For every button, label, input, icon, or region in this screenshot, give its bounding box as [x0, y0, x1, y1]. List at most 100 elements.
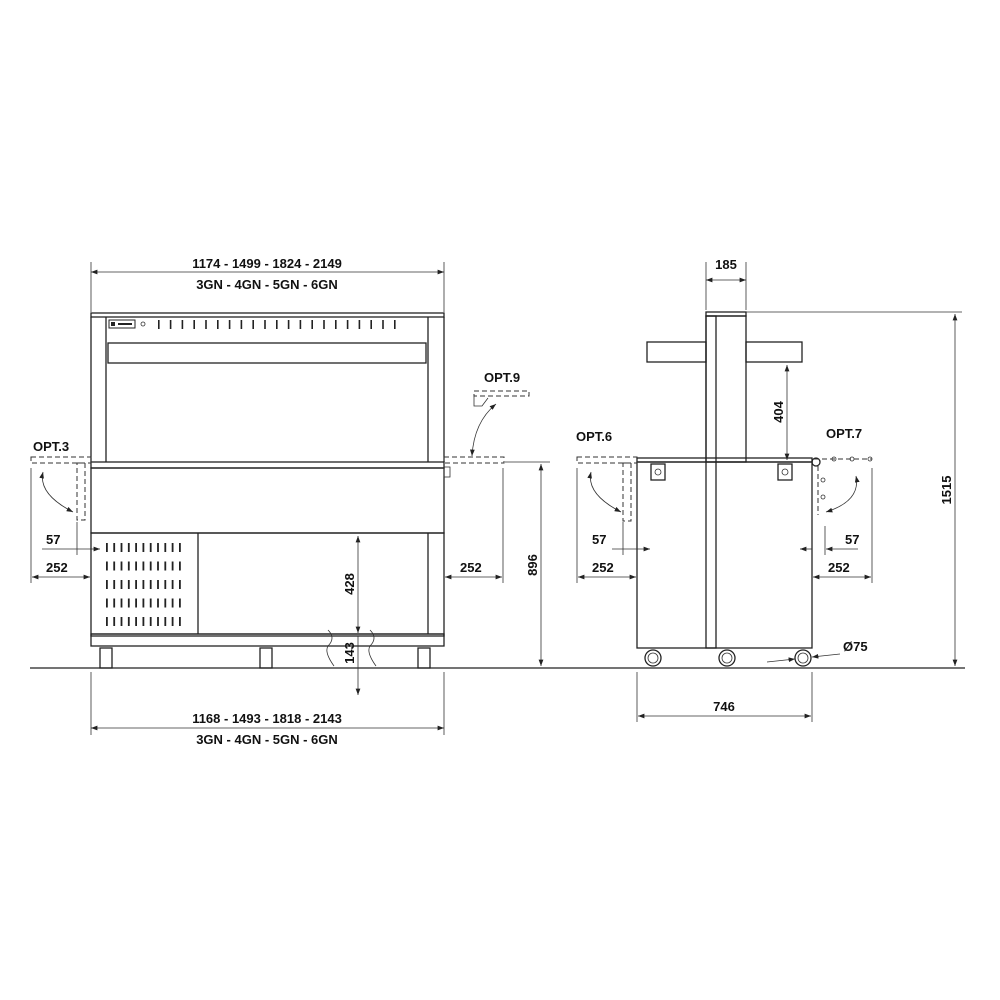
vent-slot [335, 320, 337, 329]
vent-slot [113, 543, 116, 552]
vent-slot [179, 598, 181, 608]
crossbar-left [646, 341, 707, 363]
dim-143: 143 [342, 642, 357, 664]
vent-slot [157, 598, 159, 608]
vent-slot [276, 320, 278, 329]
dim-57-side-right: 57 [845, 532, 859, 547]
vent-slot [240, 320, 243, 329]
vent-slot [193, 320, 195, 329]
vent-grille [106, 543, 181, 626]
front-view: 1174 - 1499 - 1824 - 2149 3GN - 4GN - 5G… [30, 256, 550, 747]
vent-slot [158, 320, 160, 329]
vent-slot [382, 320, 384, 329]
dim-185: 185 [715, 257, 737, 272]
vent-slot [171, 617, 174, 626]
dim-404: 404 [771, 400, 786, 422]
vent-slot [252, 320, 254, 329]
top-gn-label: 3GN - 4GN - 5GN - 6GN [196, 277, 338, 292]
vent-slot [217, 320, 219, 329]
dim-252-side-left: 252 [592, 560, 614, 575]
vent-slot [135, 617, 137, 626]
dim-57-left: 57 [46, 532, 60, 547]
vent-slot [135, 598, 137, 608]
dim-896: 896 [525, 554, 540, 576]
dim-252-right: 252 [460, 560, 482, 575]
vent-slot [157, 561, 159, 571]
vent-slot [127, 543, 130, 552]
wheel-diameter: Ø75 [843, 639, 868, 654]
vent-slot [169, 320, 172, 329]
vent-slot [142, 561, 145, 571]
castor-wheels [644, 649, 812, 667]
vent-slot [142, 580, 145, 589]
vent-slot [135, 580, 137, 589]
opt-9-shelf-folded [473, 390, 530, 397]
vent-slot [157, 617, 159, 626]
vent-slot [106, 617, 108, 626]
vent-slot [171, 598, 174, 608]
vent-slot [179, 617, 181, 626]
handle-left [650, 463, 666, 481]
dim-428: 428 [342, 573, 357, 595]
vent-slot [171, 580, 174, 589]
light-bar [107, 342, 427, 364]
vent-slot [394, 320, 396, 329]
opt-9-label: OPT.9 [484, 370, 520, 385]
vent-slot [287, 320, 290, 329]
vent-slot [164, 598, 167, 608]
vent-slot [106, 561, 108, 571]
vent-slot [113, 598, 116, 608]
vent-slot [264, 320, 266, 329]
vent-slot [149, 617, 152, 626]
display-post [705, 315, 747, 463]
base-cabinet [90, 532, 445, 637]
crossbar-right [745, 341, 803, 363]
vent-slot [113, 617, 116, 626]
plinth [90, 633, 445, 647]
vent-slot [323, 320, 325, 329]
dim-252-side-right: 252 [828, 560, 850, 575]
bottom-gn-label: 3GN - 4GN - 5GN - 6GN [196, 732, 338, 747]
vent-slot [179, 561, 181, 571]
vent-slot [149, 561, 152, 571]
vent-slot [164, 617, 167, 626]
vent-slot [120, 598, 123, 608]
vent-slot [149, 580, 152, 589]
indicator-icon [140, 321, 146, 327]
bottom-width-label: 1168 - 1493 - 1818 - 2143 [192, 711, 342, 726]
vent-slot [164, 543, 167, 552]
vent-slot [120, 561, 123, 571]
vent-slot [311, 320, 313, 329]
vent-slot [171, 543, 174, 552]
side-view: 185 404 1515 Ø75 746 [576, 257, 962, 722]
vent-slot [171, 561, 174, 571]
vent-slots-top [158, 320, 396, 329]
vent-slot [149, 543, 152, 552]
top-width-label: 1174 - 1499 - 1824 - 2149 [192, 256, 342, 271]
dim-57-side-left: 57 [592, 532, 606, 547]
dim-1515: 1515 [939, 476, 954, 505]
vent-slot [113, 580, 116, 589]
feet [99, 647, 431, 669]
vent-slot [127, 580, 130, 589]
vent-slot [106, 543, 108, 552]
vent-slot [181, 320, 184, 329]
vent-slot [106, 580, 108, 589]
vent-slot [135, 561, 137, 571]
vent-slot [164, 580, 167, 589]
tank-body [90, 467, 445, 534]
opt-7-label: OPT.7 [826, 426, 862, 441]
vent-slot [120, 580, 123, 589]
opt-6-label: OPT.6 [576, 429, 612, 444]
vent-slot [127, 598, 130, 608]
vent-slot [127, 617, 130, 626]
vent-slot [157, 580, 159, 589]
opt-3-shelf [30, 456, 92, 464]
opt-6-shelf [576, 456, 638, 464]
opt-3-label: OPT.3 [33, 439, 69, 454]
vent-slot [228, 320, 231, 329]
vent-slot [142, 617, 145, 626]
vent-slot [157, 543, 159, 552]
vent-slot [346, 320, 349, 329]
